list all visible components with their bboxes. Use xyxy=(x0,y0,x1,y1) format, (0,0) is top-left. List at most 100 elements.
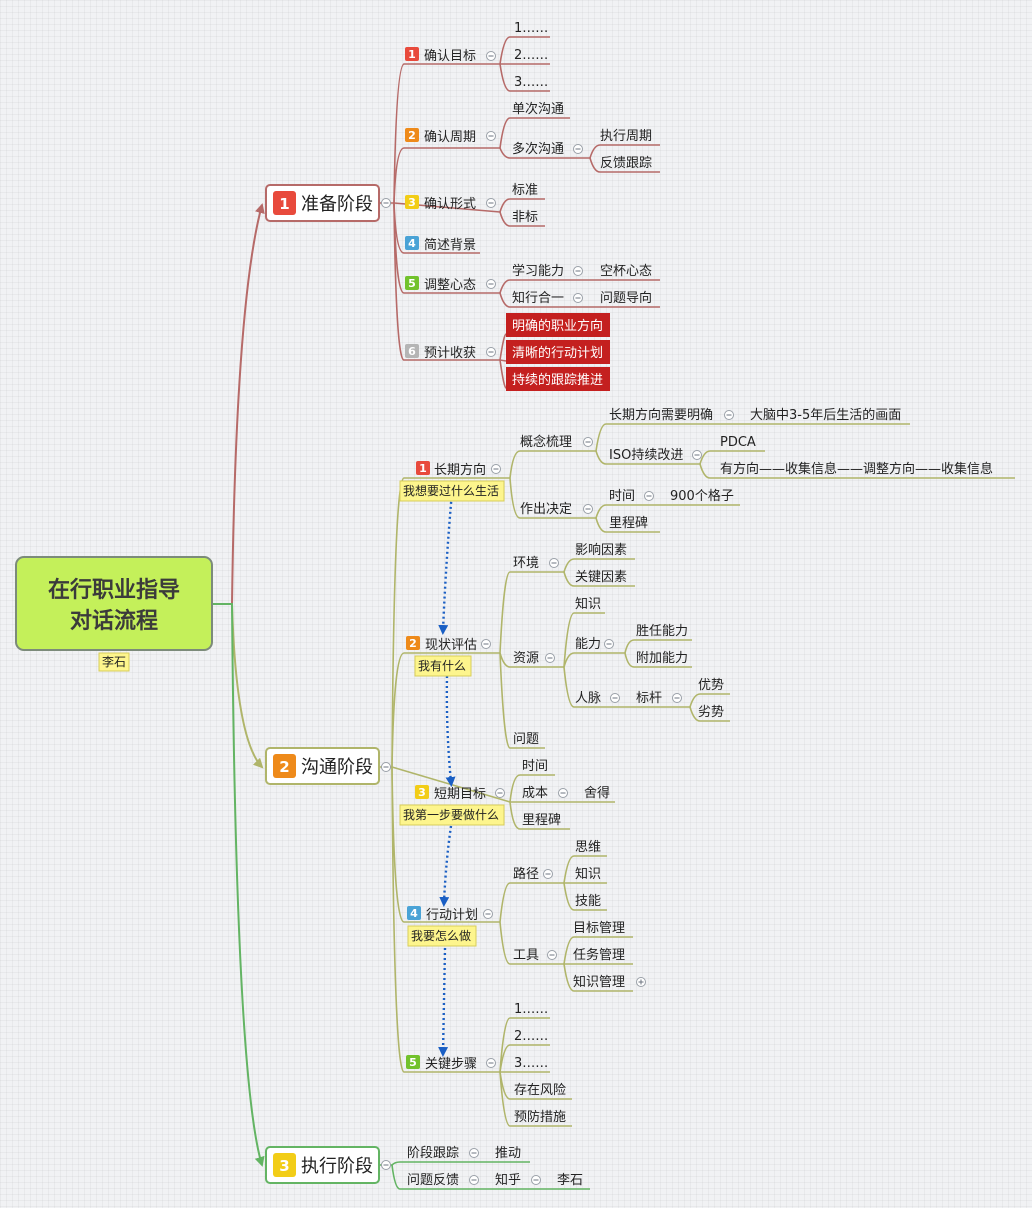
advantage[interactable]: 优势 xyxy=(698,677,724,693)
short-cost[interactable]: 成本 xyxy=(522,786,548,801)
decision-milestone[interactable]: 里程碑 xyxy=(609,515,648,531)
root-topic[interactable]: 在行职业指导 对话流程 xyxy=(15,556,213,651)
topic-confirm-goal[interactable]: 1 确认目标 xyxy=(405,47,476,64)
competency[interactable]: 胜任能力 xyxy=(636,624,688,639)
collapse-toggle-icon[interactable] xyxy=(381,198,391,208)
collapse-toggle-icon[interactable] xyxy=(573,266,583,276)
collapse-toggle-icon[interactable] xyxy=(545,653,555,663)
expand-toggle-icon[interactable] xyxy=(636,977,646,987)
path-thinking[interactable]: 思维 xyxy=(575,840,601,855)
push-forward[interactable]: 推动 xyxy=(495,1146,521,1161)
collapse-toggle-icon[interactable] xyxy=(573,293,583,303)
key-item-3[interactable]: 3…… xyxy=(514,1056,548,1071)
environment[interactable]: 环境 xyxy=(513,556,539,571)
key-item-2[interactable]: 2…… xyxy=(514,1029,548,1044)
stage-comm[interactable]: 2 沟通阶段 xyxy=(265,747,380,785)
influence-factor[interactable]: 影响因素 xyxy=(575,542,627,558)
goal-item-3[interactable]: 3…… xyxy=(514,75,548,90)
topic-status-assessment[interactable]: 2 现状评估 xyxy=(406,636,477,653)
collapse-toggle-icon[interactable] xyxy=(583,504,593,514)
execution-cycle[interactable]: 执行周期 xyxy=(600,129,652,144)
topic-background[interactable]: 4 简述背景 xyxy=(405,236,476,253)
knowledge[interactable]: 知识 xyxy=(575,596,601,612)
collapse-toggle-icon[interactable] xyxy=(469,1148,479,1158)
gain-item-2[interactable]: 清晰的行动计划 xyxy=(506,340,610,364)
key-item-1[interactable]: 1…… xyxy=(514,1002,548,1017)
benchmark[interactable]: 标杆 xyxy=(636,691,662,706)
collapse-toggle-icon[interactable] xyxy=(469,1175,479,1185)
collapse-toggle-icon[interactable] xyxy=(531,1175,541,1185)
goal-item-2[interactable]: 2…… xyxy=(514,48,548,63)
collapse-toggle-icon[interactable] xyxy=(549,558,559,568)
collapse-toggle-icon[interactable] xyxy=(486,51,496,61)
pdca[interactable]: PDCA xyxy=(720,435,756,450)
form-standard[interactable]: 标准 xyxy=(512,183,538,198)
stage-prep[interactable]: 1 准备阶段 xyxy=(265,184,380,222)
collapse-toggle-icon[interactable] xyxy=(491,464,501,474)
collapse-toggle-icon[interactable] xyxy=(610,693,620,703)
concept-sorting[interactable]: 概念梳理 xyxy=(520,434,572,450)
resources[interactable]: 资源 xyxy=(513,651,539,666)
zhihu[interactable]: 知乎 xyxy=(495,1172,521,1188)
collapse-toggle-icon[interactable] xyxy=(547,950,557,960)
stage-tracking[interactable]: 阶段跟踪 xyxy=(407,1146,459,1161)
gain-item-3[interactable]: 持续的跟踪推进 xyxy=(506,367,610,391)
collapse-toggle-icon[interactable] xyxy=(604,639,614,649)
path-skill[interactable]: 技能 xyxy=(575,894,601,909)
topic-long-term[interactable]: 1 长期方向 xyxy=(416,461,486,478)
iso-improvement[interactable]: ISO持续改进 xyxy=(609,448,683,463)
feedback-tracking[interactable]: 反馈跟踪 xyxy=(600,156,652,171)
extra-ability[interactable]: 附加能力 xyxy=(636,651,688,666)
tools[interactable]: 工具 xyxy=(513,948,539,963)
make-decision[interactable]: 作出决定 xyxy=(520,502,572,517)
prevention[interactable]: 预防措施 xyxy=(514,1109,566,1125)
collapse-toggle-icon[interactable] xyxy=(692,450,702,460)
topic-confirm-form[interactable]: 3 确认形式 xyxy=(405,195,476,212)
problem-feedback[interactable]: 问题反馈 xyxy=(407,1173,459,1188)
problem[interactable]: 问题 xyxy=(513,732,539,747)
collapse-toggle-icon[interactable] xyxy=(486,131,496,141)
knowledge-management[interactable]: 知识管理 xyxy=(573,974,625,990)
form-nonstandard[interactable]: 非标 xyxy=(512,210,538,225)
collapse-toggle-icon[interactable] xyxy=(543,869,553,879)
collapse-toggle-icon[interactable] xyxy=(672,693,682,703)
problem-oriented[interactable]: 问题导向 xyxy=(600,290,652,306)
short-milestone[interactable]: 里程碑 xyxy=(522,812,561,828)
collapse-toggle-icon[interactable] xyxy=(486,279,496,289)
knowledge-action[interactable]: 知行合一 xyxy=(512,290,564,306)
multi-session[interactable]: 多次沟通 xyxy=(512,141,564,157)
topic-short-term[interactable]: 3 短期目标 xyxy=(415,785,486,802)
direction-cycle[interactable]: 有方向——收集信息——调整方向——收集信息 xyxy=(720,461,993,477)
path[interactable]: 路径 xyxy=(513,866,539,882)
network[interactable]: 人脉 xyxy=(575,691,601,706)
collapse-toggle-icon[interactable] xyxy=(486,347,496,357)
collapse-toggle-icon[interactable] xyxy=(644,491,654,501)
path-knowledge[interactable]: 知识 xyxy=(575,866,601,882)
collapse-toggle-icon[interactable] xyxy=(583,437,593,447)
topic-action-plan[interactable]: 4 行动计划 xyxy=(407,906,478,923)
collapse-toggle-icon[interactable] xyxy=(381,1160,391,1170)
collapse-toggle-icon[interactable] xyxy=(724,410,734,420)
disadvantage[interactable]: 劣势 xyxy=(698,704,724,720)
topic-confirm-cycle[interactable]: 2 确认周期 xyxy=(405,128,476,145)
topic-expected-gain[interactable]: 6 预计收获 xyxy=(405,344,476,361)
topic-adjust-mindset[interactable]: 5 调整心态 xyxy=(405,276,476,293)
task-management[interactable]: 任务管理 xyxy=(573,947,625,963)
collapse-toggle-icon[interactable] xyxy=(495,788,505,798)
stage-exec[interactable]: 3 执行阶段 xyxy=(265,1146,380,1184)
collapse-toggle-icon[interactable] xyxy=(486,1058,496,1068)
goal-management[interactable]: 目标管理 xyxy=(573,921,625,936)
collapse-toggle-icon[interactable] xyxy=(573,144,583,154)
long-term-clear[interactable]: 长期方向需要明确 xyxy=(609,407,713,423)
key-factor[interactable]: 关键因素 xyxy=(575,570,627,585)
risk[interactable]: 存在风险 xyxy=(514,1083,566,1098)
topic-key-steps[interactable]: 5 关键步骤 xyxy=(406,1055,477,1072)
future-picture[interactable]: 大脑中3-5年后生活的画面 xyxy=(750,407,901,423)
learning-ability[interactable]: 学习能力 xyxy=(512,263,564,279)
collapse-toggle-icon[interactable] xyxy=(381,762,391,772)
collapse-toggle-icon[interactable] xyxy=(481,639,491,649)
collapse-toggle-icon[interactable] xyxy=(558,788,568,798)
nine-hundred-grids[interactable]: 900个格子 xyxy=(670,488,734,504)
give-up[interactable]: 舍得 xyxy=(584,785,610,801)
short-time[interactable]: 时间 xyxy=(522,759,548,774)
